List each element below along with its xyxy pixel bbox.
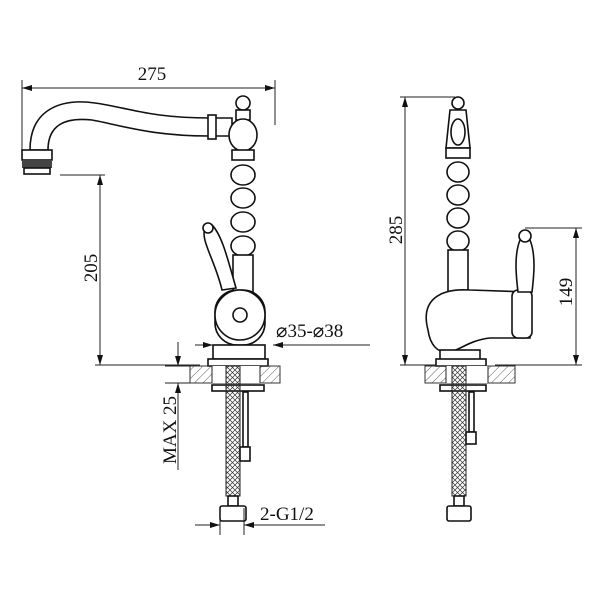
faucet-body-front	[425, 96, 535, 367]
dimension-label-diameter: ⌀35-⌀38	[276, 321, 343, 342]
dimension-hole-diameter: ⌀35-⌀38	[195, 321, 370, 348]
dimension-275: 275	[21, 64, 276, 150]
countertop-section-right	[424, 365, 516, 392]
dimension-label-149: 149	[556, 278, 577, 307]
dimension-285: 285	[386, 96, 455, 366]
dimension-connection: 2-G1/2	[195, 504, 325, 535]
dimension-205: 205	[60, 174, 200, 366]
dimension-label-285: 285	[386, 216, 407, 245]
dimension-max-25: MAX 25	[160, 342, 190, 470]
dimension-label-275: 275	[138, 64, 167, 85]
side-view-right: 285	[386, 96, 582, 522]
dimension-label-205: 205	[81, 254, 102, 283]
supply-hose	[219, 365, 251, 522]
spout	[21, 101, 233, 175]
side-view-left: 275	[21, 64, 370, 535]
dimension-label-max-25: MAX 25	[160, 396, 181, 464]
supply-hose-right	[446, 365, 477, 522]
dimension-label-connection: 2-G1/2	[260, 504, 314, 525]
dimension-149: 149	[495, 227, 582, 366]
faucet-body-column	[202, 95, 269, 367]
